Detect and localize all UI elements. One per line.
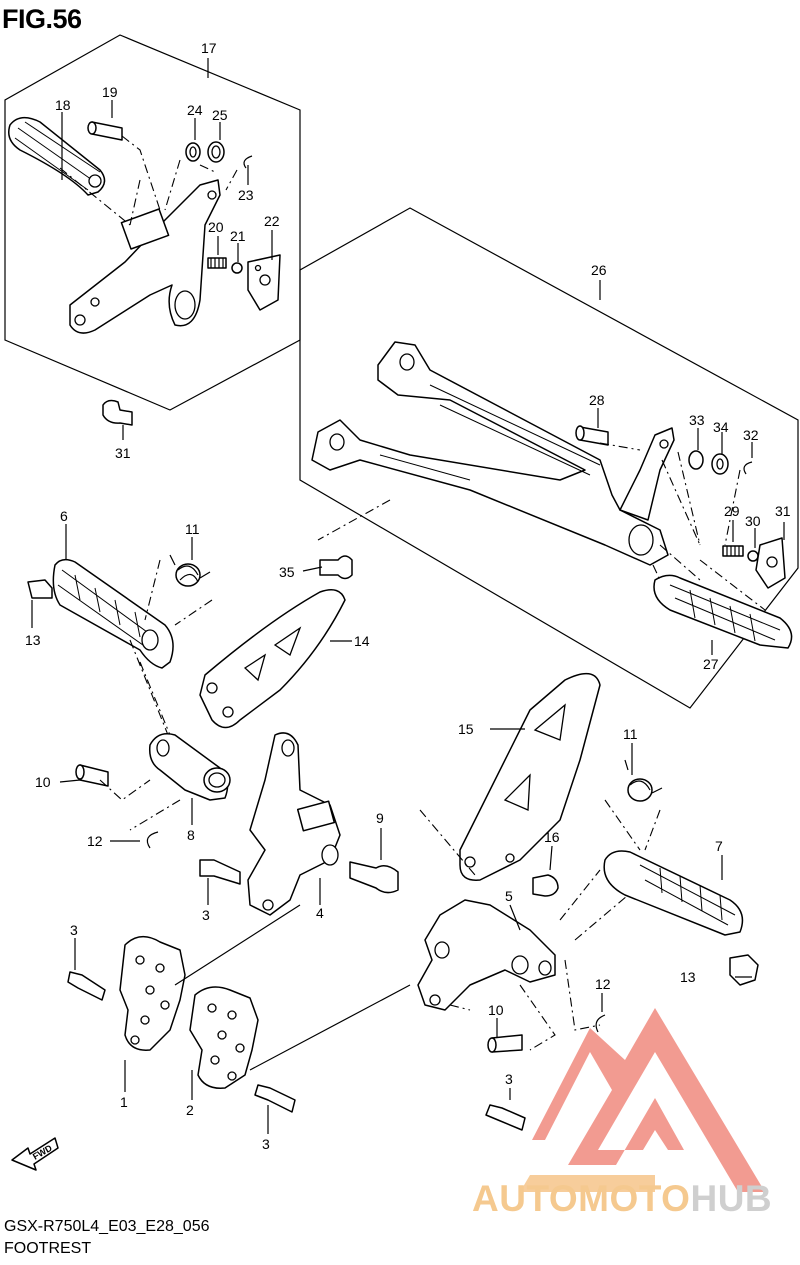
callout-9: 9	[376, 810, 384, 826]
ball-30	[747, 550, 759, 562]
callout-1: 1	[120, 1094, 128, 1110]
callout-13-left: 13	[25, 632, 41, 648]
bracket-14	[199, 589, 346, 729]
callout-31-upper: 31	[115, 445, 131, 461]
pivot-pin-28	[575, 425, 609, 446]
spring-20	[207, 257, 227, 269]
callout-3-c: 3	[262, 1136, 270, 1152]
ball-21	[231, 262, 243, 274]
group-box-26	[299, 207, 799, 709]
callout-6: 6	[60, 508, 68, 524]
callout-27: 27	[703, 656, 719, 672]
footrest-peg-6	[52, 558, 174, 669]
washer-33	[688, 450, 704, 470]
bolt-13-left	[27, 579, 53, 599]
callout-13-right: 13	[680, 969, 696, 985]
clip-23	[243, 155, 253, 169]
callout-10-left: 10	[35, 774, 51, 790]
callout-33: 33	[689, 412, 705, 428]
callout-7: 7	[715, 838, 723, 854]
plate-31	[755, 537, 786, 589]
plate-1	[119, 936, 186, 1051]
footrest-bracket-26	[311, 341, 675, 566]
fwd-arrow-icon	[11, 1137, 59, 1171]
callout-32: 32	[743, 427, 759, 443]
clip-32	[743, 461, 753, 475]
clip-12-right	[595, 1014, 606, 1033]
screw-3-d	[485, 1104, 526, 1131]
bracket-15	[459, 672, 601, 881]
callout-15: 15	[458, 721, 474, 737]
callout-23: 23	[238, 187, 254, 203]
callout-3-d: 3	[505, 1071, 513, 1087]
plate-2	[189, 986, 259, 1089]
diagram-caption: FOOTREST	[4, 1240, 92, 1257]
step-bracket-5	[417, 899, 556, 1011]
figure-title: FIG.56	[2, 4, 82, 34]
callout-26: 26	[591, 262, 607, 278]
callout-35: 35	[279, 564, 295, 580]
group-box-17	[4, 34, 301, 411]
washer-25	[207, 141, 225, 163]
callout-34: 34	[713, 419, 729, 435]
bolt-16	[532, 874, 559, 897]
callout-2: 2	[186, 1102, 194, 1118]
watermark-word-2: HUB	[690, 1178, 773, 1219]
bolt-13-right	[729, 954, 759, 986]
screw-3-a	[199, 859, 241, 885]
screw-3-b	[67, 971, 106, 1001]
callout-21: 21	[230, 228, 246, 244]
callout-5: 5	[505, 888, 513, 904]
callout-10-right: 10	[488, 1002, 504, 1018]
pin-10-right	[487, 1034, 523, 1053]
screw-31-upper	[102, 399, 133, 426]
screw-35	[319, 555, 353, 580]
callout-20: 20	[208, 219, 224, 235]
callout-19: 19	[102, 84, 118, 100]
footrest-peg-18	[8, 116, 106, 196]
footrest-holder-8	[148, 733, 231, 801]
footrest-peg-7	[603, 850, 744, 936]
callout-11-right: 11	[623, 726, 638, 742]
pivot-pin-19	[87, 121, 123, 141]
callout-3-b: 3	[70, 922, 78, 938]
watermark-text: AUTOMOTOHUB	[472, 1178, 772, 1220]
clip-12-left	[146, 831, 159, 849]
callout-22: 22	[264, 213, 280, 229]
diagram-code: GSX-R750L4_E03_E28_056	[4, 1218, 210, 1235]
callout-11-left: 11	[185, 521, 200, 537]
washer-34	[711, 453, 729, 475]
watermark-word-1: AUTOMOTO	[472, 1178, 691, 1219]
callout-18: 18	[55, 97, 71, 113]
footrest-bracket-17	[69, 179, 221, 334]
callout-3-a: 3	[202, 907, 210, 923]
callout-25: 25	[212, 107, 228, 123]
callout-8: 8	[187, 827, 195, 843]
bolt-9	[349, 861, 399, 894]
callout-31-lower: 31	[775, 503, 791, 519]
callout-16: 16	[544, 829, 560, 845]
plate-22	[247, 254, 281, 311]
callout-30: 30	[745, 513, 761, 529]
step-bracket-4	[247, 732, 341, 916]
spring-29	[722, 545, 744, 557]
footrest-peg-27	[653, 574, 793, 649]
washer-24	[185, 142, 201, 162]
spring-11-left	[169, 554, 211, 587]
callout-29: 29	[724, 503, 740, 519]
callout-4: 4	[316, 905, 324, 921]
callout-28: 28	[589, 392, 605, 408]
screw-3-c	[254, 1084, 296, 1113]
callout-12-right: 12	[595, 976, 611, 992]
watermark-logo	[520, 1008, 765, 1192]
spring-11-right	[624, 759, 663, 802]
callout-12-left: 12	[87, 833, 103, 849]
callout-24: 24	[187, 102, 203, 118]
callout-14: 14	[354, 633, 370, 649]
callout-17: 17	[201, 40, 217, 56]
